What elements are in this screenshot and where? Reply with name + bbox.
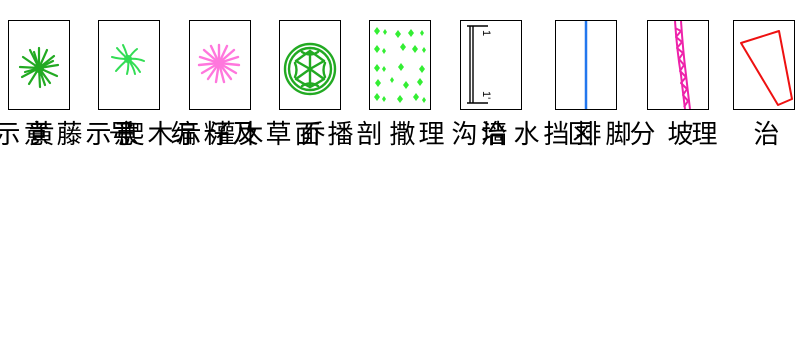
symbol-box <box>189 20 251 110</box>
symbol-box <box>647 20 709 110</box>
green-tree-canopy-icon <box>283 42 337 96</box>
legend-label: 乔木示意 <box>109 120 325 148</box>
symbol-box <box>8 20 70 110</box>
section-line-icon: 1 1' <box>467 25 492 104</box>
symbol-box <box>733 20 795 110</box>
symbol-box <box>369 20 431 110</box>
legend-label: 黄馨示意 <box>24 120 54 148</box>
green-grass-clump-icon <box>18 46 60 89</box>
legend-label: 爬藤示意 <box>0 120 144 148</box>
symbol-box <box>279 20 341 110</box>
legend-label: 坡脚挡墙 <box>477 120 693 148</box>
blue-drain-line-icon <box>584 21 588 109</box>
legend-label: 治理剖面及编号 <box>104 120 506 148</box>
legend-label: 治理分区 <box>563 120 779 148</box>
green-vine-clump-icon <box>111 44 145 75</box>
legend-label: 撒播草籽 <box>199 120 415 148</box>
pink-shrub-icon <box>197 43 241 84</box>
symbol-box <box>98 20 160 110</box>
section-marker-top: 1 <box>480 30 492 36</box>
green-seed-dots-icon <box>374 27 426 103</box>
legend-label: 灌木示意 <box>19 120 235 148</box>
section-marker-bottom: 1' <box>480 91 492 99</box>
pink-retaining-wall-icon <box>674 21 691 109</box>
symbol-box <box>555 20 617 110</box>
symbol-box: 1 1' <box>460 20 522 110</box>
red-zone-polygon-icon <box>740 30 793 106</box>
legend-label: 排水沟 <box>447 120 601 148</box>
